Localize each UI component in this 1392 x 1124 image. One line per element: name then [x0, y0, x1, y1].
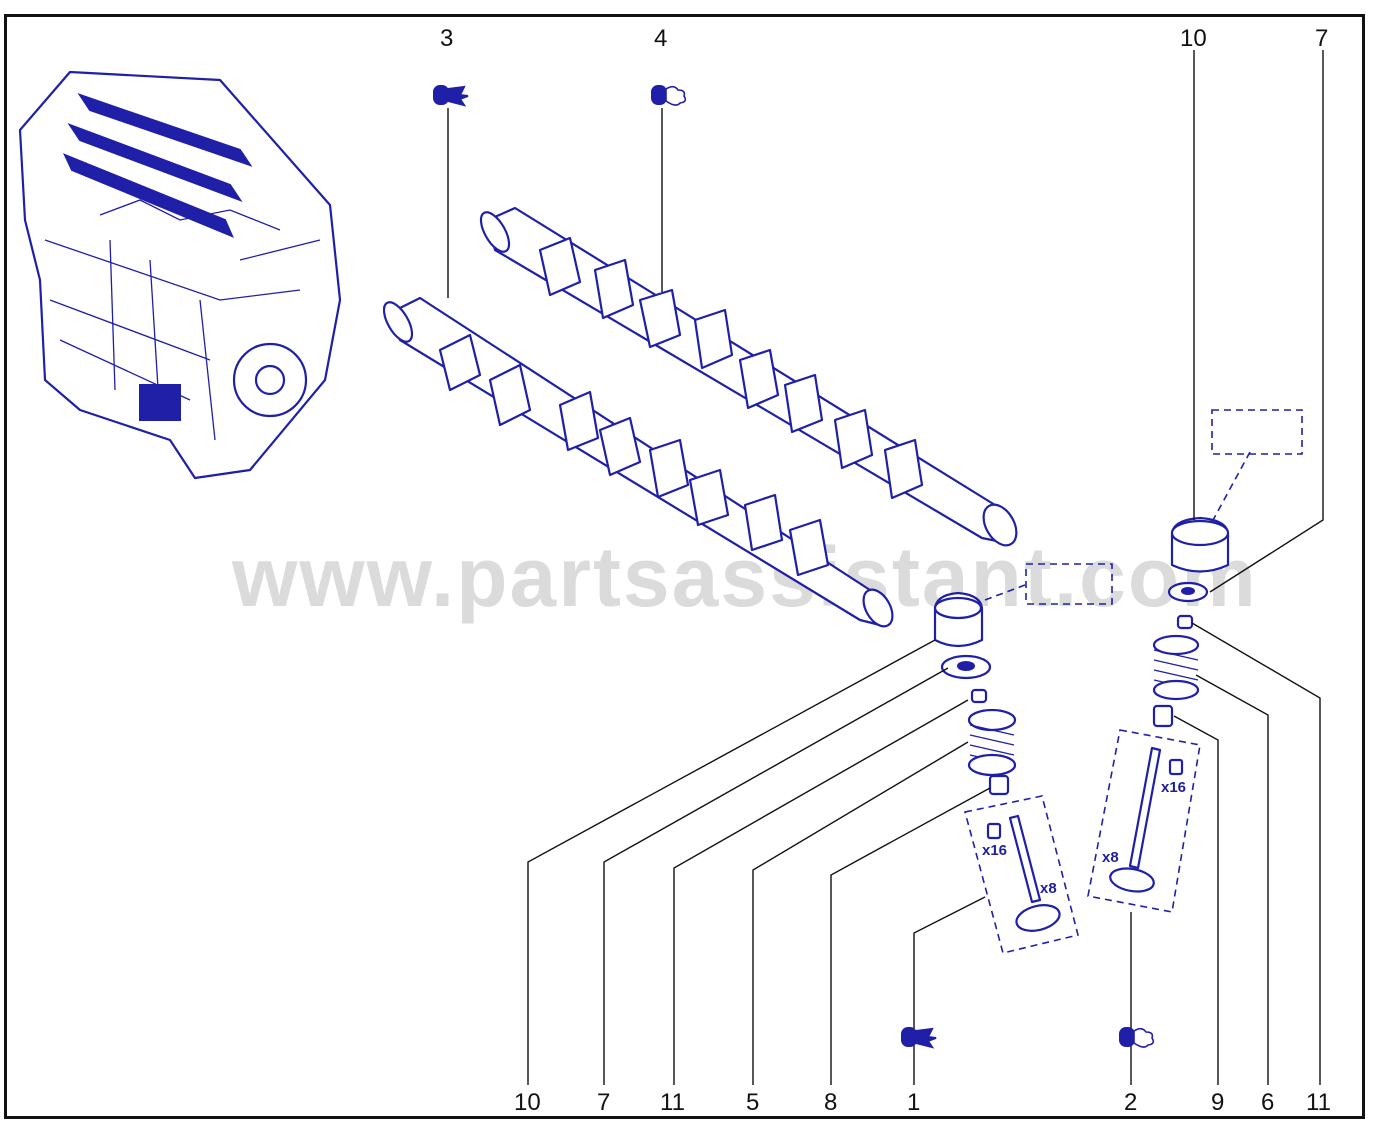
- callout-top-7: 7: [1315, 25, 1328, 52]
- callout-bottom-2: 2: [1124, 1089, 1137, 1116]
- exhaust-symbol-icon: [651, 85, 687, 106]
- leader-callout-9: [1173, 715, 1219, 1085]
- exhaust-spring-cap: [1167, 581, 1209, 603]
- exhaust-camshaft: [479, 206, 1018, 547]
- leader-callout-7-top: [1209, 50, 1324, 593]
- leader-callout-5: [752, 741, 969, 1085]
- intake-valve-seal-qty: x16: [982, 842, 1007, 859]
- exhaust-tappet: [1170, 516, 1230, 573]
- exhaust-cam-lobes: [538, 236, 924, 500]
- intake-valve-stack: x16 x8: [933, 563, 1113, 954]
- leader-callout-7-bottom: [603, 667, 949, 1085]
- callout-bottom-5: 5: [746, 1089, 759, 1116]
- intake-valve-seal-icon: [986, 822, 1002, 840]
- intake-cam-lobes: [438, 333, 830, 577]
- callout-top-3: 3: [440, 25, 453, 52]
- exhaust-valve-spring: [1152, 634, 1200, 701]
- leader-callout-8: [830, 787, 991, 1085]
- exhaust-cotter: [1176, 614, 1194, 630]
- callout-bottom-9: 9: [1211, 1089, 1224, 1116]
- callout-bottom-11: 11: [660, 1089, 685, 1116]
- intake-tappet: [933, 591, 984, 648]
- callout-bottom-6: 6: [1261, 1089, 1274, 1116]
- leader-callout-11-right: [1191, 622, 1321, 1085]
- exhaust-valve: [1109, 746, 1162, 893]
- intake-valve-spring: [967, 708, 1017, 777]
- callout-bottom-1: 1: [907, 1089, 920, 1116]
- intake-camshaft: [382, 296, 894, 628]
- leader-callout-11-left: [673, 699, 969, 1085]
- intake-valve-qty: x8: [1040, 880, 1057, 897]
- leader-callout-1: [913, 896, 986, 1085]
- exhaust-valve-seal-icon: [1168, 758, 1184, 776]
- leader-callout-6: [1195, 674, 1269, 1085]
- callout-bottom-10: 10: [514, 1089, 541, 1116]
- callout-bottom-7: 7: [597, 1089, 610, 1116]
- intake-spring-seat: [988, 774, 1010, 796]
- engine-overview-thumbnail: [18, 70, 342, 480]
- intake-cotter: [970, 688, 988, 704]
- intake-symbol-icon: [433, 85, 469, 107]
- leader-callout-10-bottom: [527, 639, 936, 1085]
- callout-bottom-11b: 11: [1306, 1089, 1331, 1116]
- exhaust-valve-qty: x8: [1102, 849, 1119, 866]
- intake-symbol-icon: [901, 1027, 937, 1049]
- intake-valve: [1008, 814, 1061, 932]
- exhaust-symbol-icon: [1119, 1027, 1155, 1048]
- intake-spring-cap: [940, 654, 992, 680]
- exhaust-valve-stack: x16 x8: [1087, 409, 1303, 913]
- callout-top-4: 4: [654, 25, 667, 52]
- exhaust-spring-seat: [1152, 704, 1174, 728]
- callout-bottom-8: 8: [824, 1089, 837, 1116]
- callout-top-10: 10: [1180, 25, 1207, 52]
- exhaust-valve-seal-qty: x16: [1161, 779, 1186, 796]
